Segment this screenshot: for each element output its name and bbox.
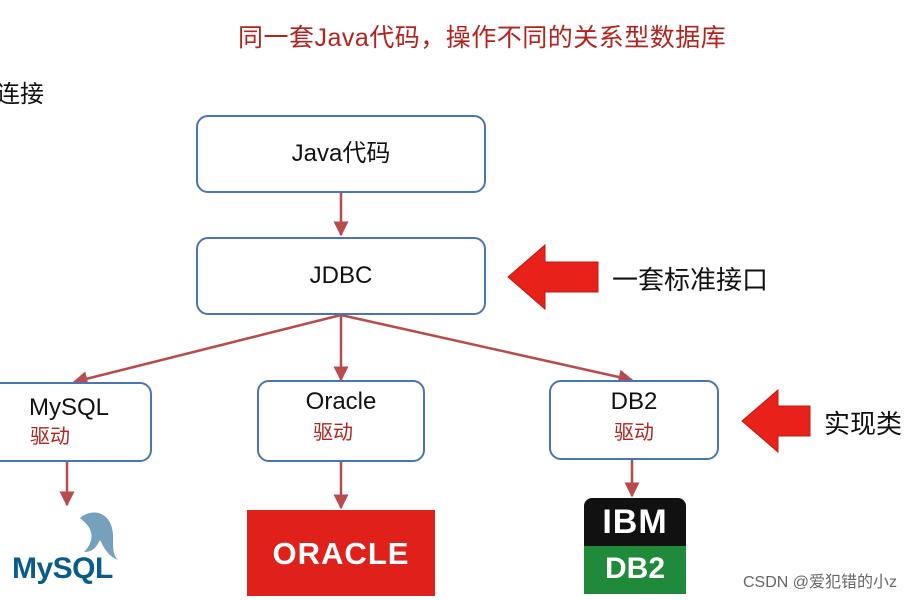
mysql-dolphin-icon (80, 512, 118, 560)
side-label: 连接 (0, 81, 44, 108)
watermark: CSDN @爱犯错的小z (742, 574, 897, 591)
ibm-logo-text: IBM (602, 503, 668, 541)
callout-impl-label: 实现类 (824, 409, 903, 439)
callout-arrow-impl (741, 388, 811, 454)
jdbc-label: JDBC (309, 262, 373, 289)
ibm-db2-logo (584, 498, 686, 594)
callout-interface-label: 一套标准接口 (612, 265, 769, 295)
oracle-driver-name: Oracle (305, 388, 377, 415)
mysql-driver-name: MySQL (28, 394, 109, 421)
oracle-driver-box: Oracle 驱动 (257, 380, 425, 462)
callout-arrow-interface (507, 243, 599, 311)
db2-logo-text: DB2 (604, 552, 665, 585)
db2-driver-name: DB2 (610, 388, 658, 415)
arrow-jdbc-to-mysql (72, 313, 342, 386)
mysql-driver-box: MySQL 驱动 (0, 382, 152, 462)
mysql-logo-text: MySQL (12, 552, 113, 585)
oracle-logo-bg (247, 510, 435, 596)
java-code-box: Java代码 (196, 115, 486, 193)
mysql-driver-sub: 驱动 (30, 426, 70, 448)
java-code-label: Java代码 (291, 140, 391, 167)
oracle-logo-text: ORACLE (272, 536, 410, 571)
jdbc-box: JDBC (196, 237, 486, 315)
oracle-driver-sub: 驱动 (313, 422, 353, 444)
db2-driver-box: DB2 驱动 (549, 380, 719, 460)
db2-driver-sub: 驱动 (614, 422, 654, 444)
slide-title: 同一套Java代码，操作不同的关系型数据库 (238, 24, 727, 52)
arrow-jdbc-to-db2 (340, 313, 634, 385)
